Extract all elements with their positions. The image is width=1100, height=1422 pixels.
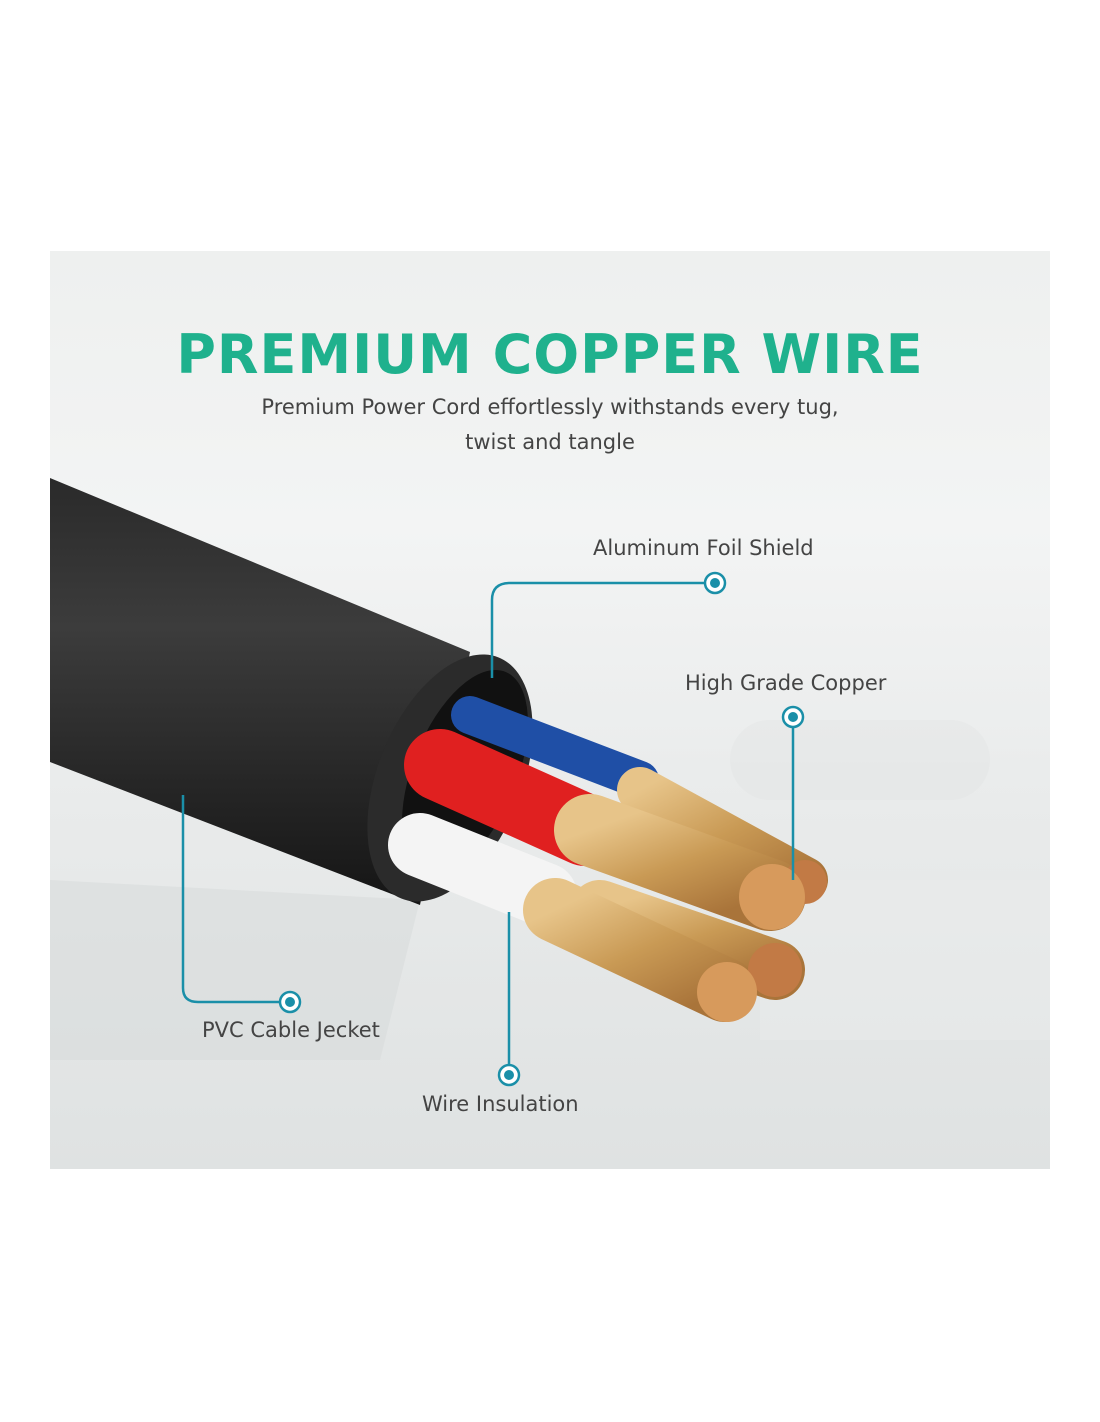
copper-callout-dot-icon [781, 705, 805, 729]
label-aluminum-foil-shield: Aluminum Foil Shield [593, 536, 814, 560]
label-pvc-cable-jacket: PVC Cable Jecket [202, 1018, 380, 1042]
background-laptop [50, 720, 1050, 1060]
copper-strands [523, 767, 828, 1022]
subtitle: Premium Power Cord effortlessly withstan… [200, 390, 900, 460]
label-high-grade-copper: High Grade Copper [685, 671, 887, 695]
label-wire-insulation: Wire Insulation [422, 1092, 579, 1116]
foil-callout-dot-icon [703, 571, 727, 595]
jacket-callout-dot-icon [278, 990, 302, 1014]
subtitle-line-2: twist and tangle [465, 430, 635, 454]
jacket-callout-line [181, 795, 280, 1004]
headline: PREMIUM COPPER WIRE [176, 323, 924, 386]
subtitle-line-1: Premium Power Cord effortlessly withstan… [261, 395, 839, 419]
foil-callout-line [490, 581, 705, 678]
insulation-callout-dot-icon [497, 1063, 521, 1087]
